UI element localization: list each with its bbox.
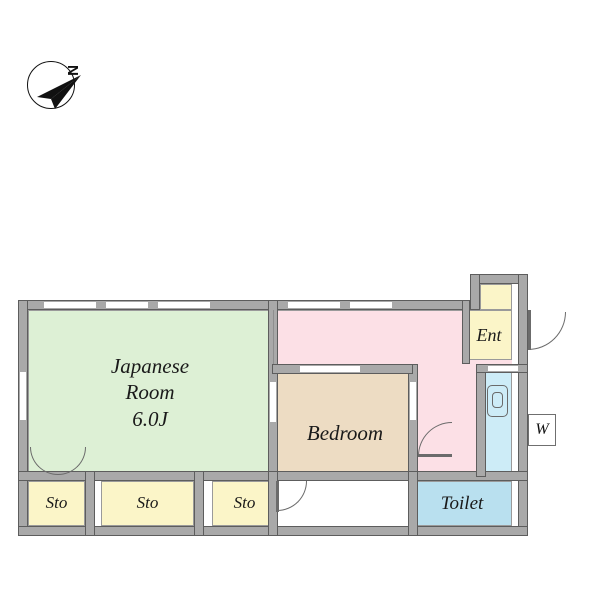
window-top-2	[106, 302, 148, 308]
door-arc-storage-3	[277, 481, 307, 511]
door-arc-entrance	[528, 312, 566, 350]
room-storage-3	[212, 481, 277, 526]
compass-north-arrow-icon	[37, 75, 81, 109]
wall-storage-band	[18, 471, 418, 481]
window-left-1	[20, 372, 26, 420]
washing-machine-marker: W	[528, 414, 556, 446]
label-entrance: Ent	[476, 325, 502, 345]
room-storage-2	[101, 481, 194, 526]
wall-storage-div-1	[85, 471, 95, 536]
wall-washroom-left	[476, 364, 486, 477]
compass-rose: N	[27, 61, 81, 113]
door-panel-storage-3	[276, 481, 279, 512]
line-hallway-left	[273, 310, 274, 364]
window-top-4	[288, 302, 340, 308]
opening-japanese-hallway	[270, 382, 276, 422]
room-storage-1	[28, 481, 85, 526]
washroom-fixture-inner-icon	[492, 392, 503, 408]
label-japanese-room: Japanese Room 6.0J	[110, 354, 190, 431]
wall-right-outer	[518, 274, 528, 536]
window-top-1	[44, 302, 96, 308]
wall-entrance-left-upper	[470, 274, 480, 310]
label-storage-2: Sto	[136, 493, 159, 512]
label-toilet: Toilet	[440, 493, 484, 514]
wall-toilet-left	[408, 471, 418, 536]
label-storage-3: Sto	[233, 493, 256, 512]
label-storage-1: Sto	[45, 493, 68, 512]
opening-washroom-top	[488, 366, 518, 371]
wall-entrance-left	[462, 300, 470, 364]
compass-ring	[27, 61, 75, 109]
label-bedroom: Bedroom	[306, 421, 384, 445]
opening-bedroom-top	[300, 366, 360, 372]
room-entrance-top-closet	[480, 284, 512, 310]
wall-storage-div-2	[194, 471, 204, 536]
compass-north-label: N	[64, 65, 81, 76]
window-top-5	[350, 302, 392, 308]
window-top-3	[158, 302, 210, 308]
door-panel-entrance	[528, 310, 531, 350]
door-panel-bedroom	[418, 454, 452, 457]
opening-bedroom-right	[410, 382, 416, 420]
wall-toilet-top	[408, 471, 528, 481]
